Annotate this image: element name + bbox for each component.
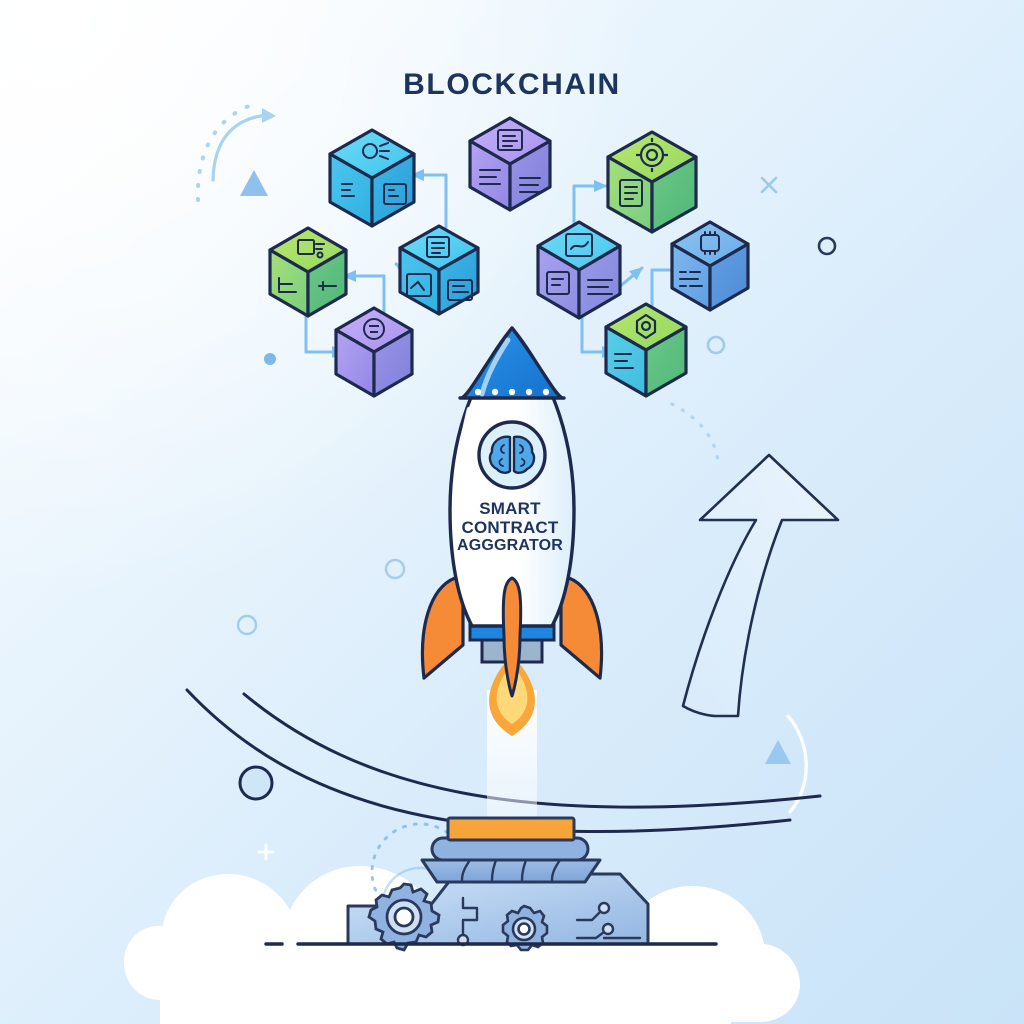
block-cube[interactable]	[604, 302, 688, 398]
dotted-arc-icon	[670, 402, 720, 464]
blockchain-network	[268, 116, 750, 398]
rocket-nose-cone	[458, 326, 566, 400]
background-decorations	[195, 101, 840, 861]
rivets-icon	[474, 388, 550, 396]
block-cube[interactable]	[536, 220, 622, 320]
gear-icon	[501, 904, 549, 952]
rocket-label-line-1: SMART	[479, 499, 541, 518]
block-cube[interactable]	[328, 128, 416, 228]
dot-icon	[264, 353, 276, 365]
upward-growth-arrow-icon	[681, 453, 840, 718]
rocket	[420, 326, 604, 736]
block-cube[interactable]	[606, 130, 698, 234]
gear-circle-icon	[636, 138, 668, 172]
circle-outline-icon	[384, 558, 406, 580]
swoosh-line-icon	[185, 688, 792, 834]
dotted-arc-icon	[195, 101, 260, 202]
rocket-center-strip	[501, 576, 523, 698]
brain-icon	[488, 435, 536, 474]
block-cube[interactable]	[268, 226, 348, 318]
platform-funnel	[420, 858, 602, 884]
block-cube[interactable]	[334, 306, 414, 398]
rocket-label: SMART CONTRACT AGGGRATOR	[437, 499, 583, 555]
dashed-arc-icon	[786, 714, 808, 814]
cart-icon	[297, 239, 325, 259]
swoosh-line-icon	[242, 692, 822, 809]
document-icon	[479, 129, 541, 193]
list-document-icon	[406, 236, 473, 301]
gear-icon	[367, 882, 441, 952]
rocket-label-line-2: CONTRACT	[461, 518, 559, 538]
rocket-label-line-3: AGGGRATOR	[456, 537, 564, 555]
platform-top-bar	[446, 816, 576, 842]
settings-document-icon	[341, 142, 407, 205]
triangle-icon-left	[240, 170, 268, 196]
launch-platform	[264, 816, 718, 952]
swoosh-lines	[185, 688, 822, 834]
curved-arrow-icon	[211, 113, 270, 182]
circle-outline-icon	[706, 335, 726, 355]
rocket-fin	[559, 576, 604, 680]
rocket-fin	[420, 576, 465, 680]
chip-icon	[700, 231, 720, 255]
contract-icon	[546, 233, 613, 295]
document-icon	[619, 179, 643, 207]
page-title: BLOCKCHAIN	[403, 68, 621, 101]
plus-icon-right	[760, 176, 778, 194]
hexagon-icon	[635, 313, 657, 340]
triangle-icon-right	[765, 740, 791, 764]
coin-icon	[363, 318, 385, 340]
cloud-icon	[278, 941, 388, 1012]
node-circle-icon	[238, 765, 274, 801]
circle-outline-icon	[236, 614, 258, 636]
block-cube[interactable]	[398, 224, 480, 316]
block-cube[interactable]	[468, 116, 552, 212]
curved-arrow-head-icon	[262, 108, 276, 123]
block-cube[interactable]	[670, 220, 750, 312]
emblem-circle	[477, 420, 547, 490]
circle-outline-icon	[817, 236, 837, 256]
plus-icon-left	[257, 843, 275, 861]
